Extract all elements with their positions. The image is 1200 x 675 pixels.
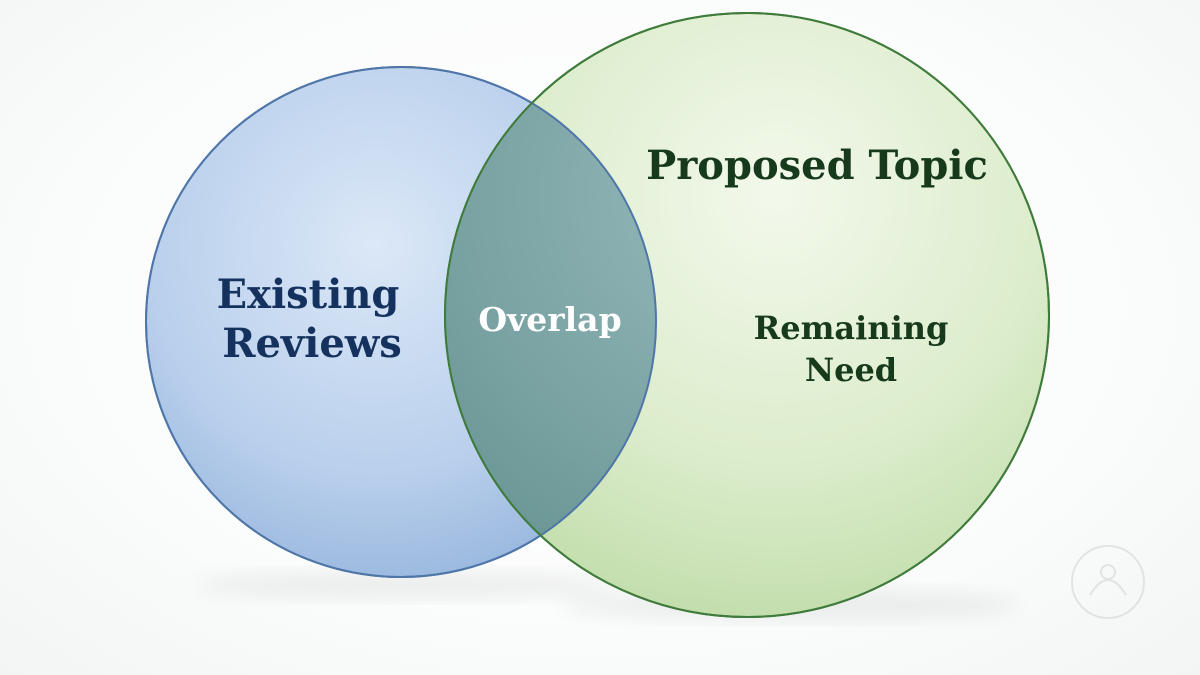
watermark-logo xyxy=(1071,545,1145,619)
existing-reviews-outline xyxy=(145,66,657,578)
existing-shadow xyxy=(195,571,615,599)
remaining-need-line-1: Remaining xyxy=(754,309,949,347)
overlap-region xyxy=(445,67,656,577)
existing-label-line-1: Existing xyxy=(217,271,400,318)
overlap-label: Overlap xyxy=(478,300,621,339)
proposed-topic-outline xyxy=(444,12,1050,618)
remaining-need-line-2: Need xyxy=(805,351,897,389)
proposed-topic-title: Proposed Topic xyxy=(646,142,988,189)
existing-label-line-2: Reviews xyxy=(222,320,402,367)
